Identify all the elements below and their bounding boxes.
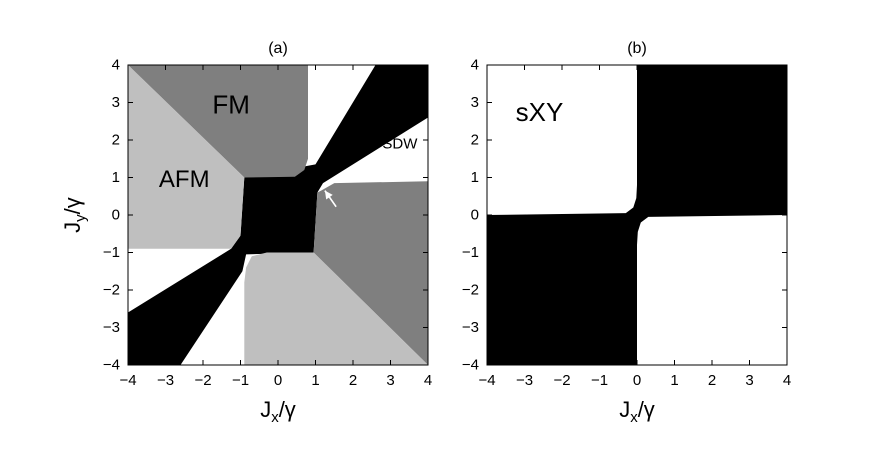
region-label-pm: PM: [694, 97, 733, 127]
x-tick-label: −4: [478, 372, 495, 389]
x-tick-label: 2: [349, 372, 357, 389]
y-tick-label: 4: [112, 57, 120, 74]
x-axis-label-tail: /γ: [638, 397, 655, 422]
arrow-head: [324, 190, 333, 200]
x-axis-label: Jx/γ: [260, 397, 296, 426]
y-axis-label-sub: y: [72, 214, 89, 222]
x-axis-label-sub: x: [271, 409, 279, 426]
region-label-afm: AFM: [159, 166, 210, 193]
y-tick-label: −3: [462, 319, 479, 336]
region-pm: [128, 65, 428, 365]
region-3: [313, 181, 428, 365]
y-tick-label: −4: [462, 357, 479, 374]
x-tick-label: 1: [311, 372, 319, 389]
x-tick-label: −1: [591, 372, 608, 389]
region-afm: [128, 65, 245, 249]
panel-title: (a): [268, 40, 288, 57]
x-axis-label-tail: /γ: [279, 397, 296, 422]
y-axis-label-main: J: [60, 222, 85, 233]
x-tick-label: −3: [157, 372, 174, 389]
y-tick-label: −2: [103, 282, 120, 299]
x-tick-label: 1: [670, 372, 678, 389]
y-tick-label: 1: [471, 169, 479, 186]
x-tick-label: 0: [633, 372, 641, 389]
region-fm: [128, 65, 308, 178]
y-tick-label: −3: [103, 319, 120, 336]
x-axis-label-main: J: [260, 397, 271, 422]
annotation-sdw: SDW: [382, 135, 418, 152]
y-axis-label: Jy/γ: [60, 197, 89, 233]
y-tick-label: −1: [462, 244, 479, 261]
region-4: [244, 252, 428, 365]
x-tick-label: −3: [516, 372, 533, 389]
x-tick-label: −2: [194, 372, 211, 389]
x-tick-label: 2: [708, 372, 716, 389]
region-pm: [487, 65, 787, 365]
y-tick-label: −4: [103, 357, 120, 374]
x-tick-label: 3: [745, 372, 753, 389]
y-tick-label: 2: [471, 132, 479, 149]
x-tick-label: −2: [553, 372, 570, 389]
y-tick-label: 0: [112, 207, 120, 224]
x-tick-label: 4: [783, 372, 791, 389]
region-layer: [487, 65, 787, 365]
y-tick-label: 0: [471, 207, 479, 224]
y-tick-label: 3: [471, 94, 479, 111]
panel-a: PM FM AFM SDW −4 −3 −2 −1 0 1 2 3 4 −4 −3 −2 −1 0 1 2 3 4 (a) J…: [60, 40, 432, 426]
x-axis-label-main: J: [619, 397, 630, 422]
x-tick-label: 4: [424, 372, 432, 389]
panel-title: (b): [627, 40, 647, 57]
y-tick-label: −2: [462, 282, 479, 299]
y-tick-label: −1: [103, 244, 120, 261]
y-tick-label: 3: [112, 94, 120, 111]
x-axis-label: Jx/γ: [619, 397, 655, 426]
region-label-fm: FM: [212, 89, 250, 119]
panel-b: PM sXY −4 −3 −2 −1 0 1 2 3 4 −4 −3 −2 −1 0 1 2 3 4 (b) Jx/γ: [462, 40, 791, 426]
region-layer: [128, 65, 428, 365]
y-tick-label: 4: [471, 57, 479, 74]
y-axis-label-tail: /γ: [60, 197, 85, 214]
y-tick-label: 1: [112, 169, 120, 186]
x-tick-label: 0: [274, 372, 282, 389]
x-axis-label-sub: x: [630, 409, 638, 426]
region-label-sxy: sXY: [516, 97, 564, 127]
y-tick-label: 2: [112, 132, 120, 149]
region-label-pm: PM: [259, 178, 298, 208]
x-tick-label: 3: [386, 372, 394, 389]
x-tick-label: −1: [232, 372, 249, 389]
x-tick-label: −4: [119, 372, 136, 389]
